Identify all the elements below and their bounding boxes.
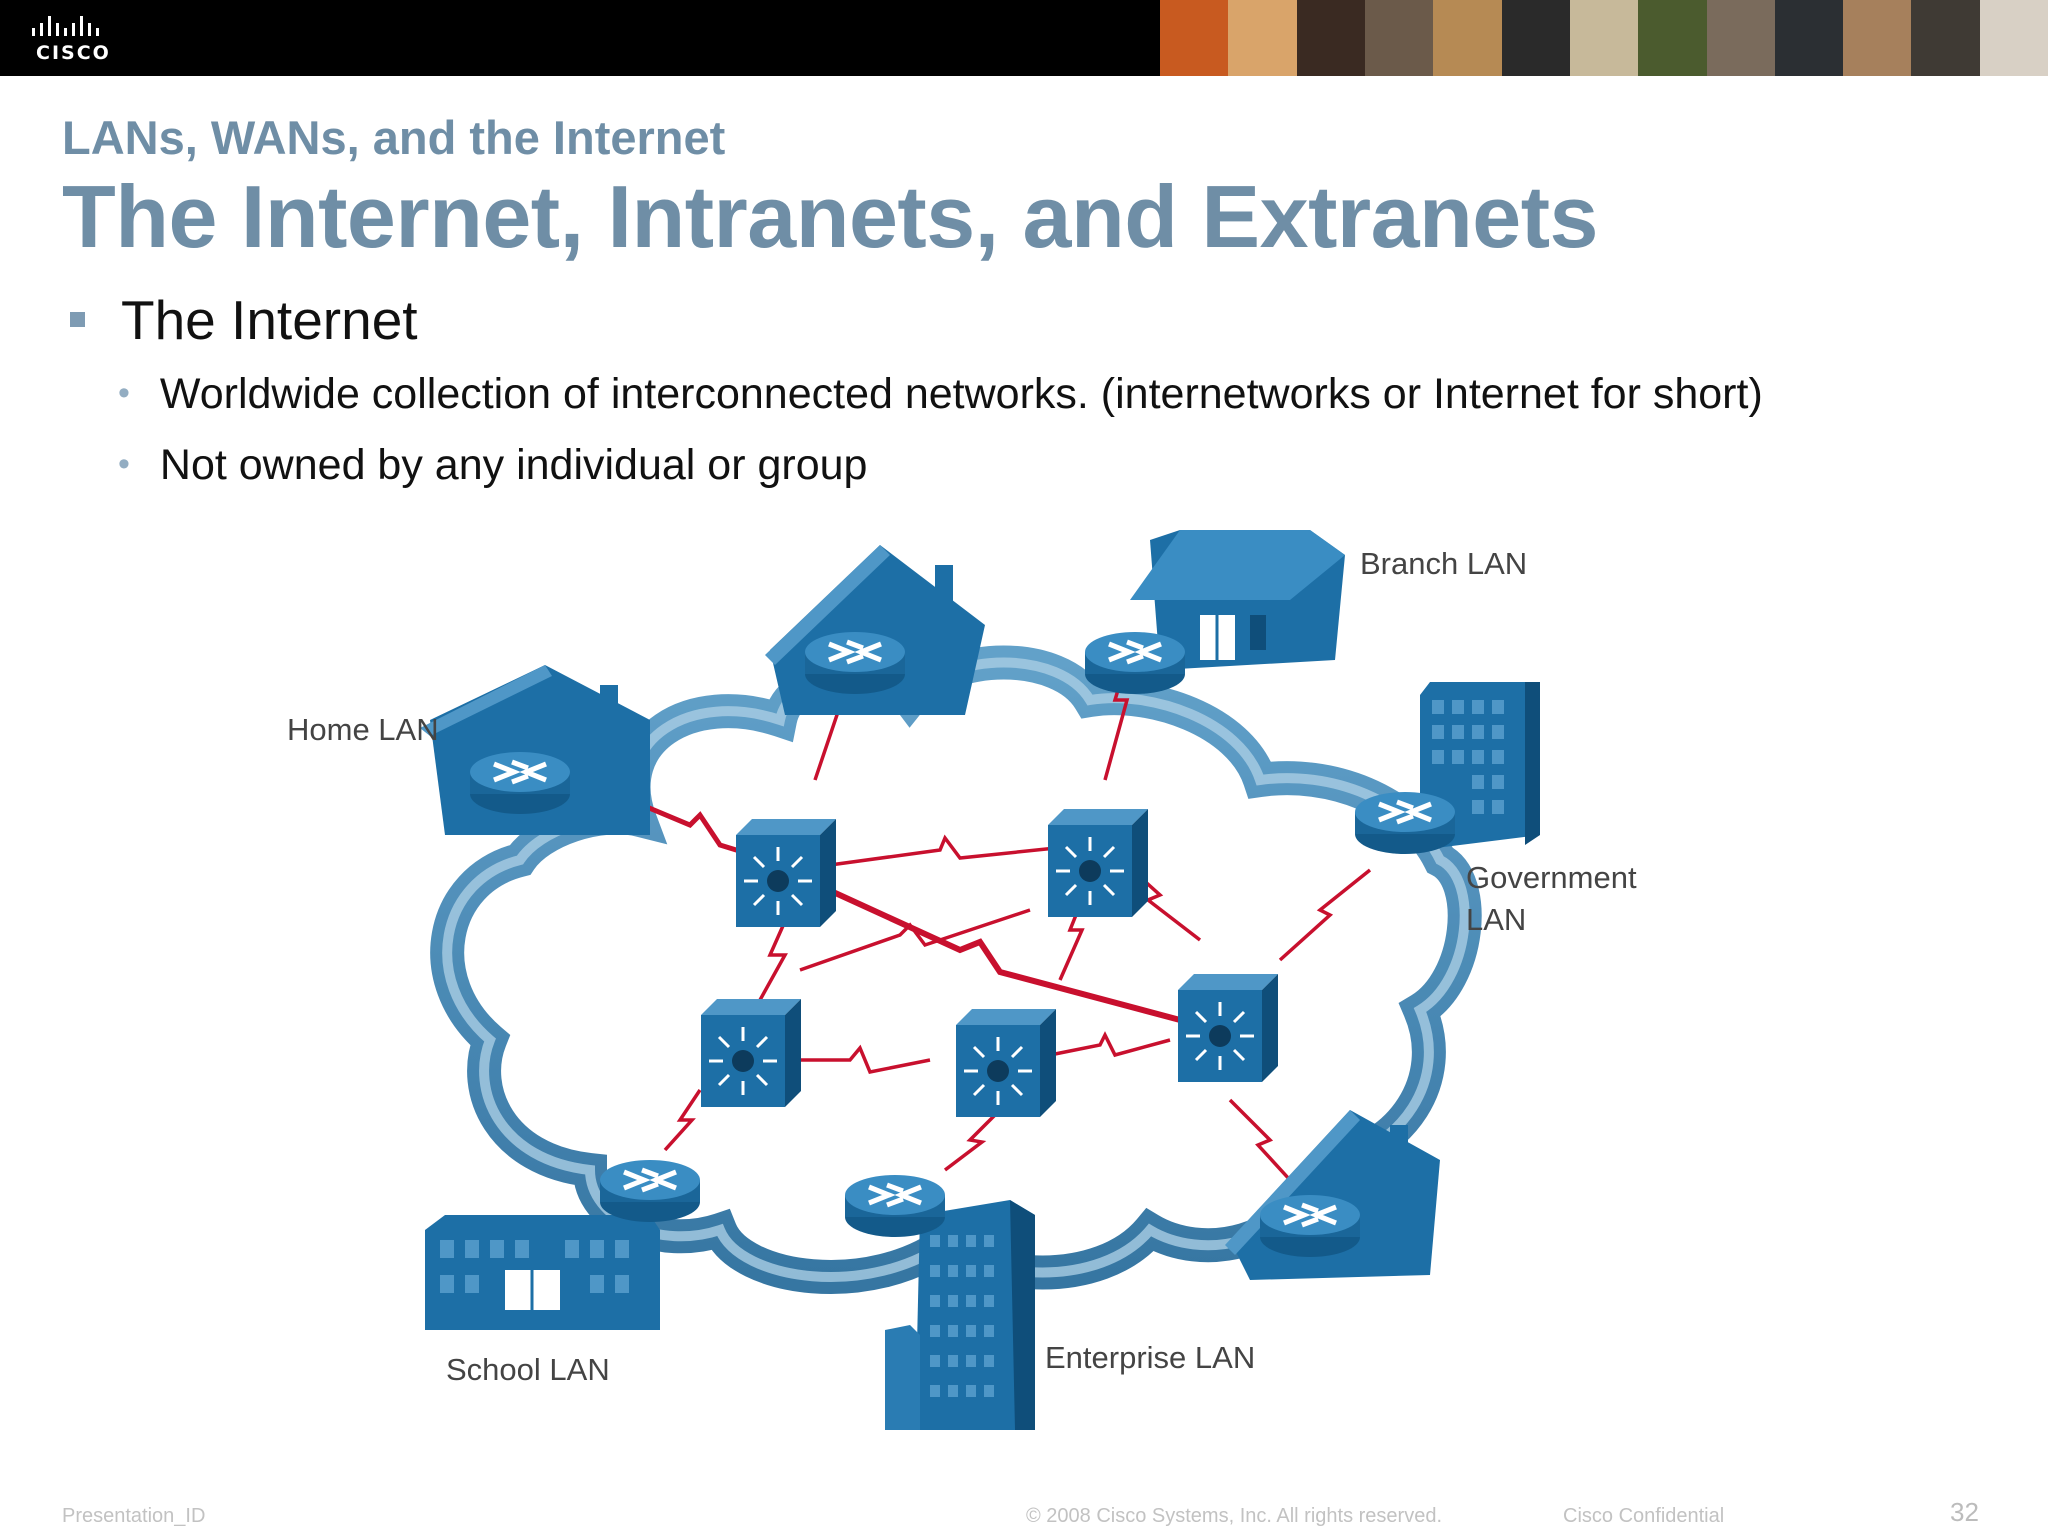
cisco-bars-icon xyxy=(32,16,99,36)
photo-tile xyxy=(1569,0,1639,76)
photo-tile xyxy=(1911,0,1980,76)
footer-confidential: Cisco Confidential xyxy=(1563,1505,1725,1527)
photo-tile xyxy=(1228,0,1297,76)
label-government-lan-line1: Government xyxy=(1466,860,1637,895)
photo-tile xyxy=(1160,0,1229,76)
photo-tile xyxy=(1364,0,1434,76)
switch-icon xyxy=(1046,807,1150,919)
cisco-logo: CISCO xyxy=(30,16,130,64)
slide-title: The Internet, Intranets, and Extranets xyxy=(62,167,1599,266)
sub-bullet-text: Not owned by any individual or group xyxy=(159,441,868,489)
footer-copyright: © 2008 Cisco Systems, Inc. All rights re… xyxy=(1026,1505,1443,1527)
label-branch-lan: Branch LAN xyxy=(1360,546,1527,581)
page-number: 32 xyxy=(1950,1497,1979,1527)
label-enterprise-lan: Enterprise LAN xyxy=(1045,1340,1255,1375)
sub-bullet-text: Worldwide collection of interconnected n… xyxy=(159,370,1763,418)
photo-tile xyxy=(1433,0,1502,76)
footer-presentation-id: Presentation_ID xyxy=(62,1505,206,1527)
router-icon xyxy=(845,1175,945,1237)
dot-bullet-icon: • xyxy=(118,445,130,483)
photo-tile xyxy=(1501,0,1570,76)
bullet-main: The Internet xyxy=(70,288,418,352)
photo-strip xyxy=(1160,0,2048,76)
switch-icon xyxy=(954,1007,1058,1119)
enterprise-lan-building-icon xyxy=(885,1200,1035,1430)
sub-bullet-2: • Not owned by any individual or group xyxy=(118,441,867,490)
top-banner: CISCO xyxy=(0,0,2048,76)
slide-subtitle: LANs, WANs, and the Internet xyxy=(62,111,726,164)
switch-icon xyxy=(699,997,803,1109)
school-lan-building-icon xyxy=(425,1215,660,1330)
router-icon xyxy=(805,632,905,694)
photo-tile xyxy=(1774,0,1844,76)
router-icon xyxy=(1085,632,1185,694)
photo-tile xyxy=(1843,0,1912,76)
switch-icon xyxy=(1176,972,1280,1084)
router-icon xyxy=(600,1160,700,1222)
internet-diagram: Home LAN Branch LAN Government LAN Schoo… xyxy=(287,530,1637,1430)
cisco-logo-text: CISCO xyxy=(36,42,111,64)
label-home-lan: Home LAN xyxy=(287,712,439,747)
photo-tile xyxy=(1296,0,1365,76)
bullet-main-text: The Internet xyxy=(121,289,418,351)
label-government-lan-line2: LAN xyxy=(1466,902,1526,937)
sub-bullet-1: • Worldwide collection of interconnected … xyxy=(118,370,1763,419)
dot-bullet-icon: • xyxy=(118,374,130,412)
square-bullet-icon xyxy=(70,312,85,327)
photo-tile xyxy=(1706,0,1775,76)
router-icon xyxy=(470,752,570,814)
branch-lan-building-icon xyxy=(1130,530,1345,670)
photo-tile xyxy=(1979,0,2048,76)
router-icon xyxy=(1355,792,1455,854)
label-school-lan: School LAN xyxy=(446,1352,610,1387)
router-icon xyxy=(1260,1195,1360,1257)
switch-icon xyxy=(734,817,838,929)
photo-tile xyxy=(1638,0,1707,76)
